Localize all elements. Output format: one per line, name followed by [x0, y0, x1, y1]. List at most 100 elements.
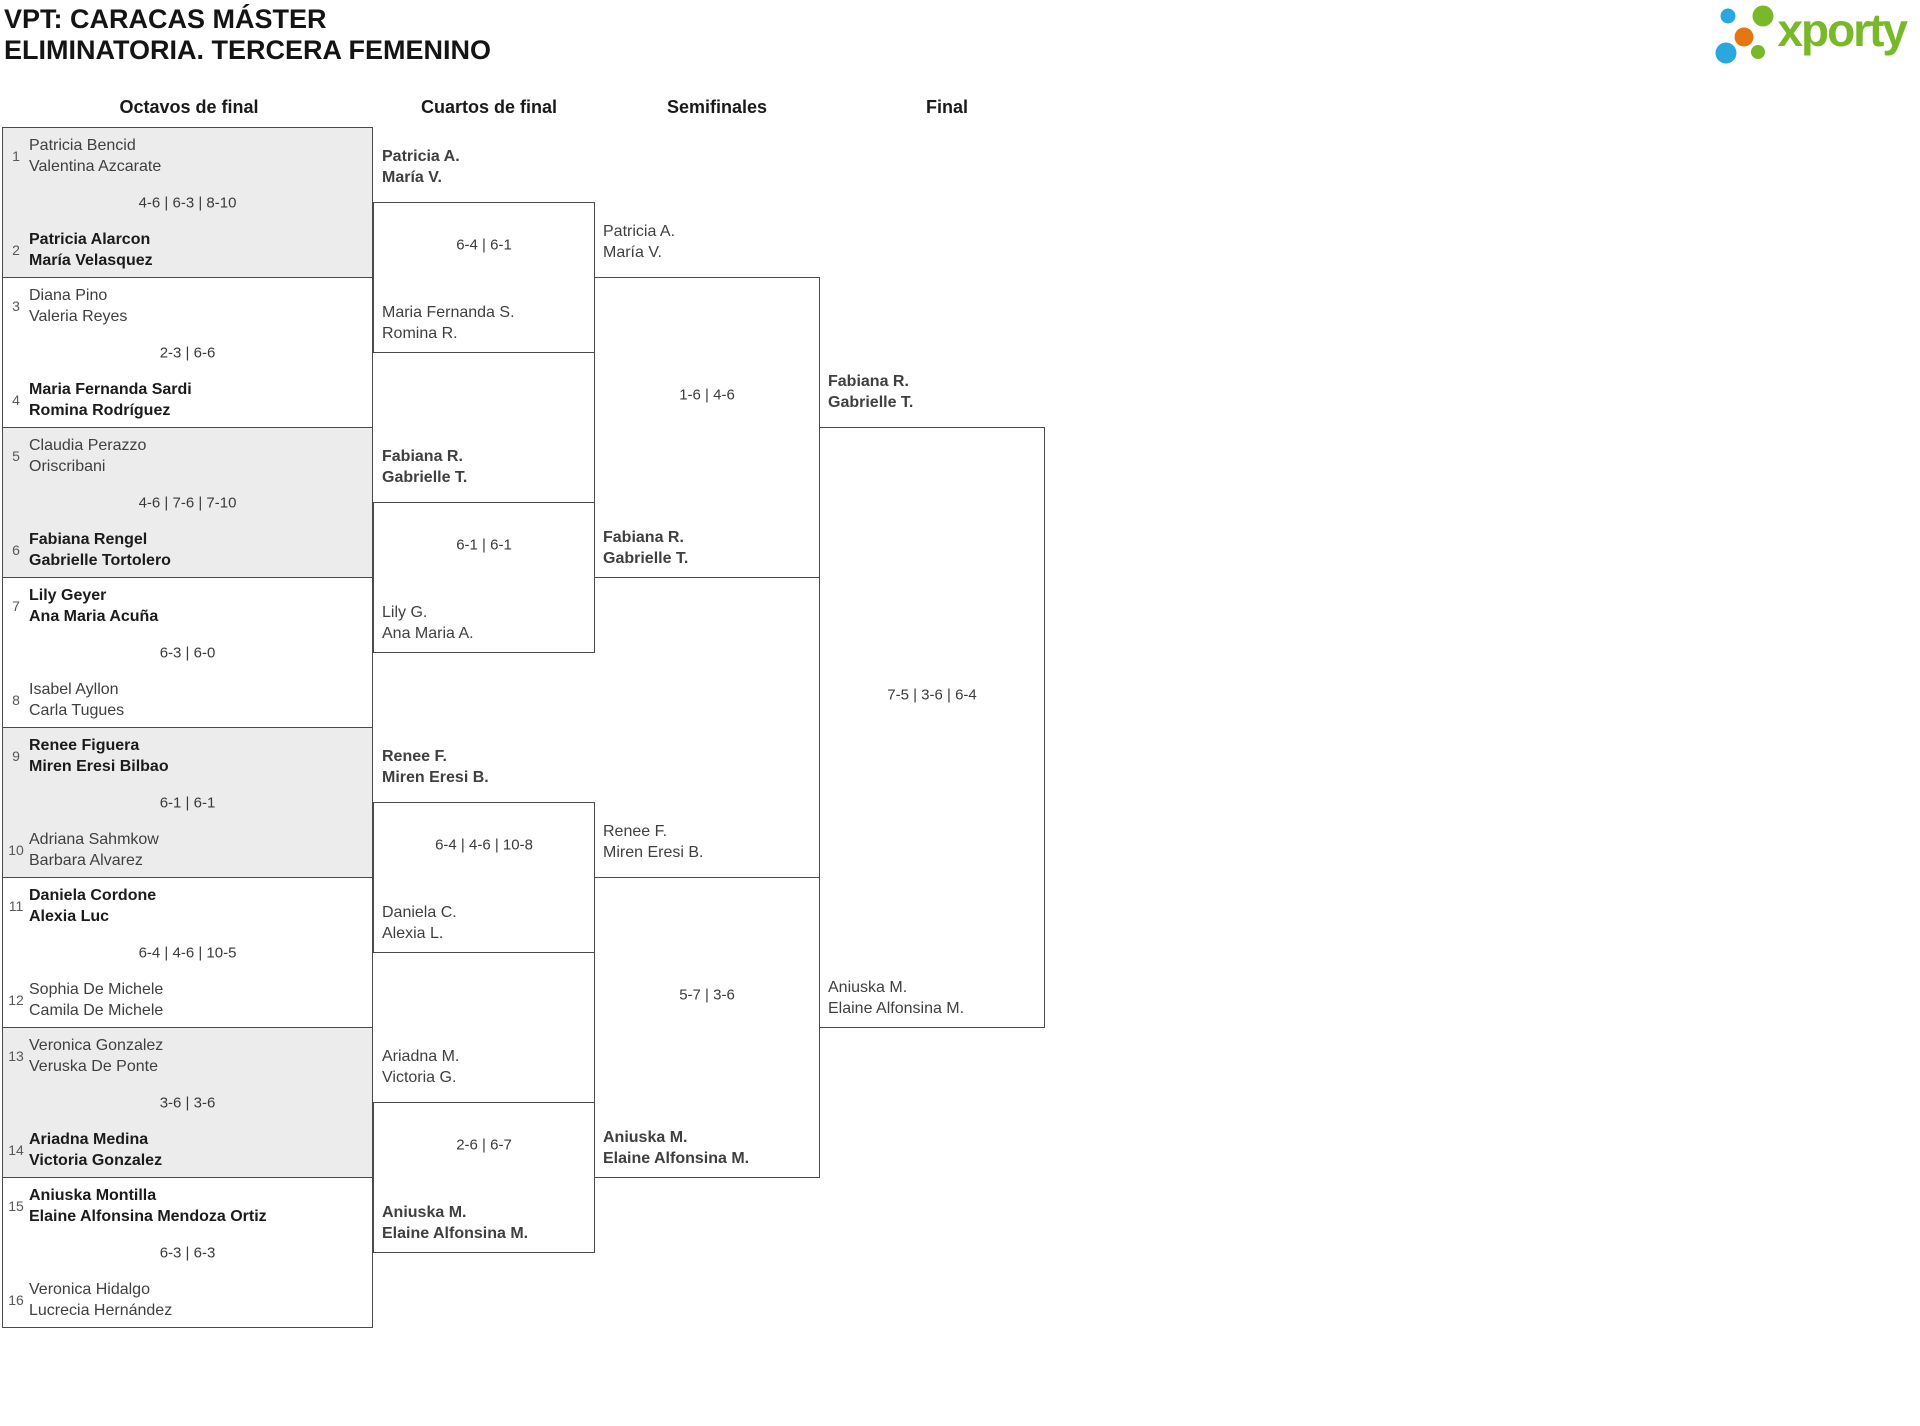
round-header-cuartos: Cuartos de final	[420, 97, 558, 117]
team-names: Diana Pino Valeria Reyes	[29, 285, 127, 327]
player-name: Miren Eresi B.	[382, 769, 489, 786]
player-name: Patricia A.	[603, 223, 676, 240]
round-header-octavos: Octavos de final	[119, 97, 259, 117]
page-title: VPT: CARACAS MÁSTER ELIMINATORIA. TERCER…	[4, 4, 491, 66]
team-slot[interactable]: 7 Lily Geyer Ana Maria Acuña	[3, 585, 372, 627]
team-slot[interactable]: 1 Patricia Bencid Valentina Azcarate	[3, 135, 372, 177]
team-slot[interactable]: Aniuska M. Elaine Alfonsina M.	[828, 977, 964, 1019]
team-slot[interactable]: Renee F. Miren Eresi B.	[603, 821, 703, 863]
team-slot[interactable]: 3 Diana Pino Valeria Reyes	[3, 285, 372, 327]
team-slot[interactable]: 12 Sophia De Michele Camila De Michele	[3, 979, 372, 1021]
player-name: María Velasquez	[29, 252, 153, 269]
player-name: Aniuska Montilla	[29, 1187, 157, 1204]
xporty-logo-text: xporty	[1777, 4, 1908, 56]
team-slot[interactable]: Lily G. Ana Maria A.	[382, 602, 474, 644]
player-name: Valeria Reyes	[29, 308, 128, 325]
r16-match-4: 7 Lily Geyer Ana Maria Acuña 6-3 | 6-0 8…	[2, 577, 373, 728]
player-name: Fabiana R.	[603, 529, 684, 546]
team-slot[interactable]: 5 Claudia Perazzo Oriscribani	[3, 435, 372, 477]
player-name: Patricia Bencid	[29, 137, 136, 154]
xporty-logo[interactable]: xporty	[1711, 2, 1908, 64]
player-name: Valentina Azcarate	[29, 158, 162, 175]
team-slot[interactable]: Fabiana R. Gabrielle T.	[382, 446, 467, 488]
r16-match-2: 3 Diana Pino Valeria Reyes 2-3 | 6-6 4 M…	[2, 277, 373, 428]
player-name: Aniuska M.	[382, 1204, 467, 1221]
player-name: Renee F.	[603, 823, 668, 840]
r16-match-7: 13 Veronica Gonzalez Veruska De Ponte 3-…	[2, 1027, 373, 1178]
team-slot[interactable]: 16 Veronica Hidalgo Lucrecia Hernández	[3, 1279, 372, 1321]
seed-number: 2	[12, 242, 20, 258]
match-score: 6-1 | 6-1	[159, 794, 216, 811]
player-name: Elaine Alfonsina M.	[603, 1150, 750, 1167]
player-name: Fabiana R.	[828, 373, 909, 390]
player-name: Fabiana Rengel	[29, 531, 148, 548]
match-score: 2-3 | 6-6	[159, 344, 216, 361]
match-score: 6-4 | 6-1	[456, 236, 512, 253]
round-header-semifinales: Semifinales	[666, 97, 768, 117]
player-name: Barbara Alvarez	[29, 852, 143, 869]
team-names: Veronica Gonzalez Veruska De Ponte	[29, 1035, 163, 1077]
team-names: Fabiana Rengel Gabrielle Tortolero	[29, 529, 171, 571]
team-slot[interactable]: 4 Maria Fernanda Sardi Romina Rodríguez	[3, 379, 372, 421]
seed-number: 8	[12, 692, 20, 708]
team-slot[interactable]: Ariadna M. Victoria G.	[382, 1046, 459, 1088]
player-name: Camila De Michele	[29, 1002, 164, 1019]
team-names: Ariadna Medina Victoria Gonzalez	[29, 1129, 162, 1171]
team-slot[interactable]: Aniuska M. Elaine Alfonsina M.	[382, 1202, 528, 1244]
seed-number: 13	[8, 1048, 24, 1064]
team-slot[interactable]: Fabiana R. Gabrielle T.	[603, 527, 688, 569]
seed-number: 16	[8, 1292, 24, 1308]
team-slot[interactable]: Renee F. Miren Eresi B.	[382, 746, 489, 788]
player-name: Ariadna M.	[382, 1048, 460, 1065]
team-slot[interactable]: Maria Fernanda S. Romina R.	[382, 302, 515, 344]
team-slot[interactable]: 8 Isabel Ayllon Carla Tugues	[3, 679, 372, 721]
xporty-logo-icon	[1715, 5, 1774, 64]
match-score: 6-4 | 4-6 | 10-5	[138, 944, 237, 961]
team-slot[interactable]: 2 Patricia Alarcon María Velasquez	[3, 229, 372, 271]
team-slot[interactable]: Fabiana R. Gabrielle T.	[828, 371, 913, 413]
player-name: María V.	[382, 169, 442, 186]
team-slot[interactable]: 13 Veronica Gonzalez Veruska De Ponte	[3, 1035, 372, 1077]
seed-number: 9	[12, 748, 20, 764]
team-names: Renee Figuera Miren Eresi Bilbao	[29, 735, 169, 777]
team-slot[interactable]: 9 Renee Figuera Miren Eresi Bilbao	[3, 735, 372, 777]
player-name: Isabel Ayllon	[29, 681, 119, 698]
r16-match-8: 15 Aniuska Montilla Elaine Alfonsina Men…	[2, 1177, 373, 1328]
team-slot[interactable]: Patricia A. María V.	[603, 221, 675, 263]
player-name: Veruska De Ponte	[29, 1058, 158, 1075]
team-slot[interactable]: Patricia A. María V.	[382, 146, 460, 188]
tournament-name: VPT: CARACAS MÁSTER	[4, 4, 327, 34]
seed-number: 14	[8, 1142, 24, 1158]
player-name: Carla Tugues	[29, 702, 125, 719]
match-score: 6-4 | 4-6 | 10-8	[435, 836, 533, 853]
sf-match-1: Patricia A. María V. 1-6 | 4-6 Fabiana R…	[594, 223, 820, 578]
player-name: Fabiana R.	[382, 448, 463, 465]
seed-number: 11	[8, 898, 24, 914]
player-name: Victoria Gonzalez	[29, 1152, 163, 1169]
team-slot[interactable]: Daniela C. Alexia L.	[382, 902, 457, 944]
seed-number: 5	[12, 448, 20, 464]
player-name: Romina R.	[382, 325, 458, 342]
player-name: Gabrielle T.	[382, 469, 468, 486]
team-names: Adriana Sahmkow Barbara Alvarez	[29, 829, 159, 871]
team-slot[interactable]: 15 Aniuska Montilla Elaine Alfonsina Men…	[3, 1185, 372, 1227]
r16-match-5: 9 Renee Figuera Miren Eresi Bilbao 6-1 |…	[2, 727, 373, 878]
player-name: Aniuska M.	[603, 1129, 688, 1146]
player-name: Alexia Luc	[29, 908, 110, 925]
team-slot[interactable]: 14 Ariadna Medina Victoria Gonzalez	[3, 1129, 372, 1171]
team-slot[interactable]: 6 Fabiana Rengel Gabrielle Tortolero	[3, 529, 372, 571]
team-slot[interactable]: 11 Daniela Cordone Alexia Luc	[3, 885, 372, 927]
player-name: Lily Geyer	[29, 587, 107, 604]
qf-match-1: Patricia A. María V. 6-4 | 6-1 Maria Fer…	[373, 148, 595, 353]
qf-match-2: Fabiana R. Gabrielle T. 6-1 | 6-1 Lily G…	[373, 448, 595, 653]
round-header-final: Final	[925, 97, 969, 117]
player-name: Diana Pino	[29, 287, 108, 304]
player-name: Alexia L.	[382, 925, 444, 942]
team-names: Isabel Ayllon Carla Tugues	[29, 679, 124, 721]
team-slot[interactable]: 10 Adriana Sahmkow Barbara Alvarez	[3, 829, 372, 871]
player-name: Patricia A.	[382, 148, 460, 165]
team-slot[interactable]: Aniuska M. Elaine Alfonsina M.	[603, 1127, 749, 1169]
match-score: 6-3 | 6-0	[159, 644, 216, 661]
match-score: 1-6 | 4-6	[679, 386, 735, 403]
player-name: Elaine Alfonsina Mendoza Ortiz	[29, 1208, 267, 1225]
